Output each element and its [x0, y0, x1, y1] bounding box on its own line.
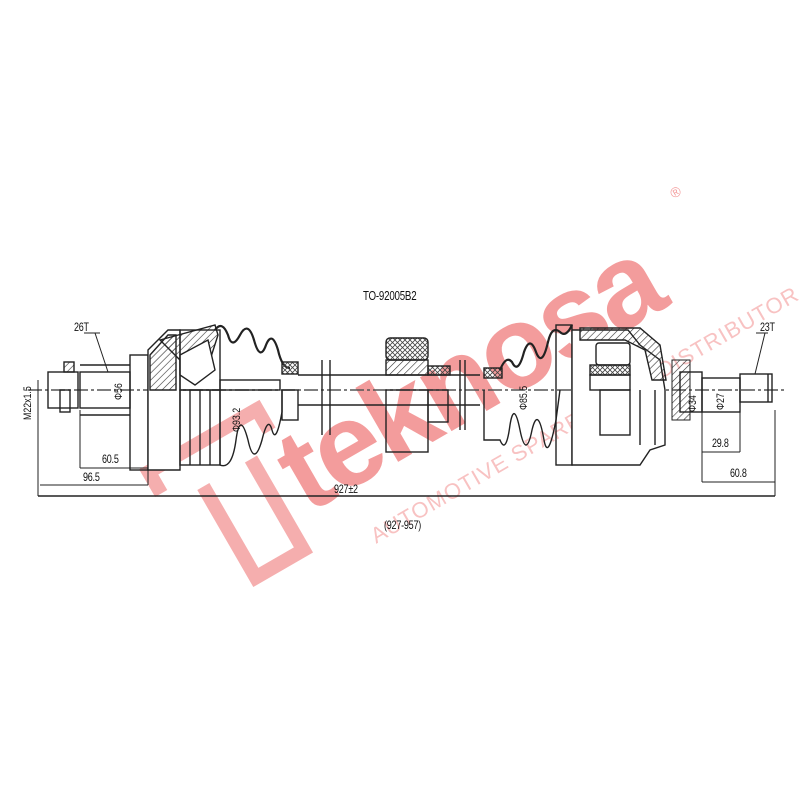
svg-text:®: ®	[667, 182, 685, 201]
right-shaft-diameter-2: Φ27	[715, 393, 727, 410]
dimension-lines	[37, 332, 776, 497]
part-number-label: TO-92005B2	[363, 288, 417, 303]
right-spline-count: 23T	[760, 320, 775, 334]
left-length-1: 60.5	[102, 452, 119, 466]
left-thread-label: M22x1.5	[22, 386, 34, 420]
left-spline-count: 26T	[74, 320, 89, 334]
overall-length-range: (927-957)	[384, 518, 422, 532]
right-shaft-diameter-1: Φ34	[687, 395, 699, 412]
overall-length: 927±2	[334, 482, 358, 496]
watermark-logo-icon	[139, 399, 314, 588]
shaft-outline	[47, 324, 773, 471]
right-boot-diameter: Φ85.5	[518, 385, 530, 410]
left-joint-diameter: Φ93.2	[231, 407, 243, 432]
watermark-brand: teknosa AUTOMOTIVE SPARE PARTS DISTRIBUT…	[254, 182, 800, 548]
right-length-2: 60.8	[730, 466, 747, 480]
left-shaft-diameter: Φ56	[113, 383, 125, 400]
right-length-1: 29.8	[712, 436, 729, 450]
left-length-2: 96.5	[83, 470, 100, 484]
